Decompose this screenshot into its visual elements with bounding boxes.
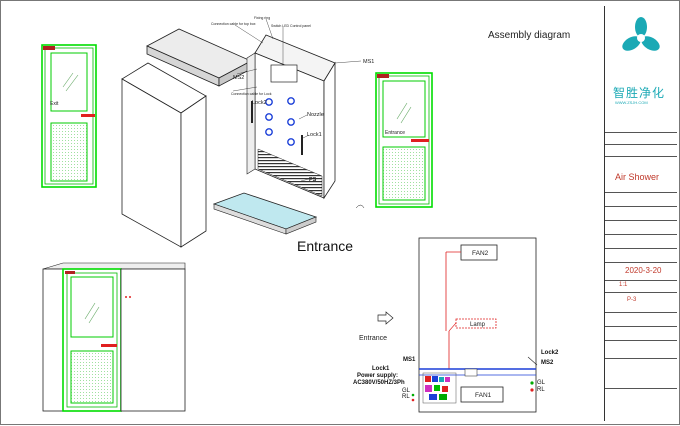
wiring-ms1: MS1 bbox=[403, 357, 416, 363]
entrance-door-label: Entrance bbox=[385, 130, 405, 136]
product-name: Air Shower bbox=[615, 172, 660, 182]
brand-name: 智胜净化 bbox=[613, 86, 666, 100]
tb-row-8 bbox=[605, 312, 677, 326]
drawing-date: 2020-3-20 bbox=[625, 266, 662, 275]
wiring-rl-right: RL bbox=[537, 387, 545, 393]
exit-door: Exit bbox=[41, 44, 97, 188]
tb-row-number bbox=[605, 292, 677, 312]
fan2-box bbox=[460, 244, 498, 261]
diagram-heading: Assembly diagram bbox=[488, 30, 570, 41]
svg-text:Entrance: Entrance bbox=[359, 335, 387, 342]
drawing-number: P-3 bbox=[627, 297, 637, 303]
wiring-diagram: FAN2 Lamp FAN1 bbox=[411, 237, 538, 413]
label-lock1: Lock1 bbox=[307, 132, 322, 138]
company-logo bbox=[622, 17, 660, 51]
lamp-box bbox=[455, 318, 497, 329]
callout-top-box-cable: Connection cable for top box bbox=[211, 22, 256, 26]
label-ms2: MS2 bbox=[233, 75, 244, 81]
wiring-ms2: MS2 bbox=[541, 360, 554, 366]
wiring-gl-right: GL bbox=[537, 380, 546, 386]
control-board bbox=[422, 372, 457, 404]
tb-row-notes bbox=[605, 358, 677, 388]
callout-lock-cable: Connection cable for Lock bbox=[231, 92, 272, 96]
side-panel bbox=[121, 62, 207, 248]
entrance-door: Entrance bbox=[375, 72, 433, 208]
main-unit bbox=[246, 34, 336, 200]
wiring-gl-left: GL bbox=[402, 388, 411, 394]
label-ms1: MS1 bbox=[363, 59, 374, 65]
vent-grille bbox=[257, 148, 323, 197]
power-supply-spec: AC380V/50HZ/3Ph bbox=[353, 380, 405, 386]
entrance-door-handle bbox=[411, 139, 429, 142]
tb-row-6 bbox=[605, 234, 677, 248]
tb-row-1 bbox=[605, 132, 677, 144]
tb-row-2 bbox=[605, 144, 677, 156]
label-nozzle: Nozzle bbox=[307, 112, 324, 118]
tb-row-date bbox=[605, 262, 677, 280]
tb-row-7 bbox=[605, 248, 677, 262]
tb-row-3 bbox=[605, 192, 677, 206]
tb-row-9 bbox=[605, 326, 677, 340]
floor-plate bbox=[212, 192, 365, 235]
tb-row-5 bbox=[605, 220, 677, 234]
tb-row-4 bbox=[605, 206, 677, 220]
wiring-lock2: Lock2 bbox=[541, 350, 559, 356]
fan1-box bbox=[460, 386, 504, 403]
brand-subtitle: WWW.ZSJH.COM bbox=[615, 100, 648, 105]
power-supply-label: Power supply: bbox=[357, 373, 398, 379]
callout-fixing-ring: Fixing ring bbox=[254, 16, 270, 20]
title-block: 智胜净化 WWW.ZSJH.COM Air Shower 2020-3-20 1… bbox=[604, 6, 677, 421]
fan1-label: FAN1 bbox=[475, 392, 492, 399]
wiring-rl-left: RL bbox=[402, 394, 410, 400]
entrance-arrow: Entrance bbox=[359, 311, 394, 342]
label-ps: PS bbox=[309, 177, 317, 183]
label-lock2: Lock2 bbox=[252, 100, 267, 106]
entrance-caption: Entrance bbox=[297, 238, 353, 254]
drawing-scale: 1:1 bbox=[619, 282, 628, 288]
lamp-label: Lamp bbox=[470, 322, 486, 328]
fan2-label: FAN2 bbox=[472, 250, 489, 257]
tb-row-scale bbox=[605, 280, 677, 292]
exit-door-label: Exit bbox=[50, 101, 59, 107]
nozzles bbox=[265, 97, 295, 146]
control-panel bbox=[270, 64, 298, 83]
tb-row-product bbox=[605, 156, 677, 192]
wiring-lock1: Lock1 bbox=[372, 366, 390, 372]
exit-door-handle bbox=[81, 114, 95, 117]
tb-row-footer bbox=[605, 388, 677, 421]
callout-control-panel: Switch LED Control panel bbox=[271, 24, 311, 28]
tb-row-10 bbox=[605, 340, 677, 358]
assembled-unit bbox=[42, 262, 186, 412]
